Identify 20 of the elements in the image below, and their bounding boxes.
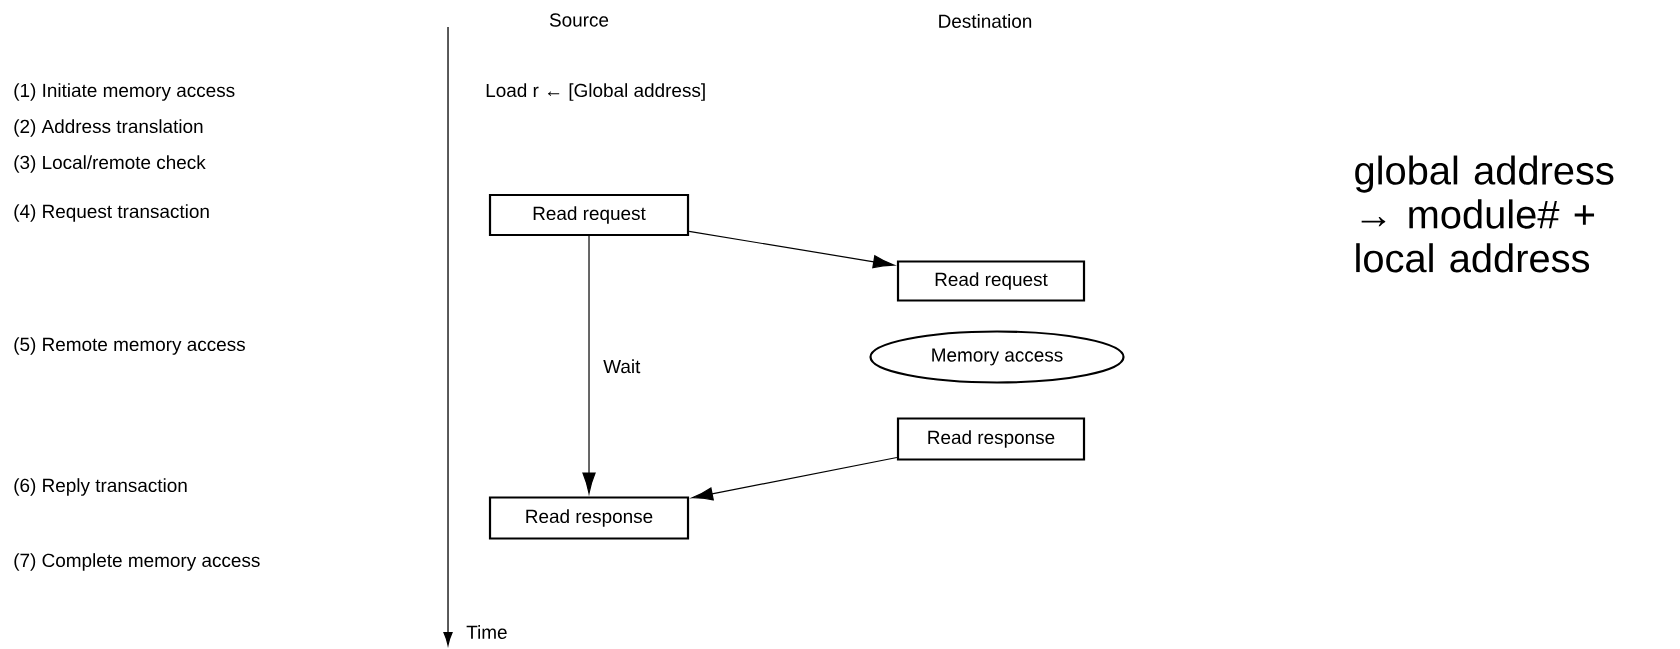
process-box: Read response: [488, 496, 690, 540]
instruction-text: Load r ← [Global address]: [486, 83, 705, 101]
process-box: Read response: [896, 417, 1086, 461]
arrow: [582, 235, 596, 494]
process-box: Read request: [488, 193, 690, 237]
column-heading: Destination: [939, 14, 1032, 28]
note-text: global address → module# + local address: [1355, 155, 1614, 273]
step-label: (5) Remote memory access: [14, 337, 245, 355]
arrow: [688, 230, 895, 269]
step-label: (4) Request transaction: [14, 204, 209, 222]
axis-label: Time: [466, 625, 507, 639]
step-label: (2) Address translation: [14, 119, 203, 137]
step-label: (3) Local/remote check: [14, 155, 206, 173]
step-label: (6) Reply transaction: [14, 478, 187, 496]
process-box: Read request: [896, 260, 1086, 302]
step-label: (7) Complete memory access: [14, 553, 260, 571]
edge-label: Wait: [603, 359, 641, 374]
column-heading: Source: [549, 13, 609, 27]
step-label: (1) Initiate memory access: [14, 83, 235, 101]
arrow: [691, 456, 898, 501]
